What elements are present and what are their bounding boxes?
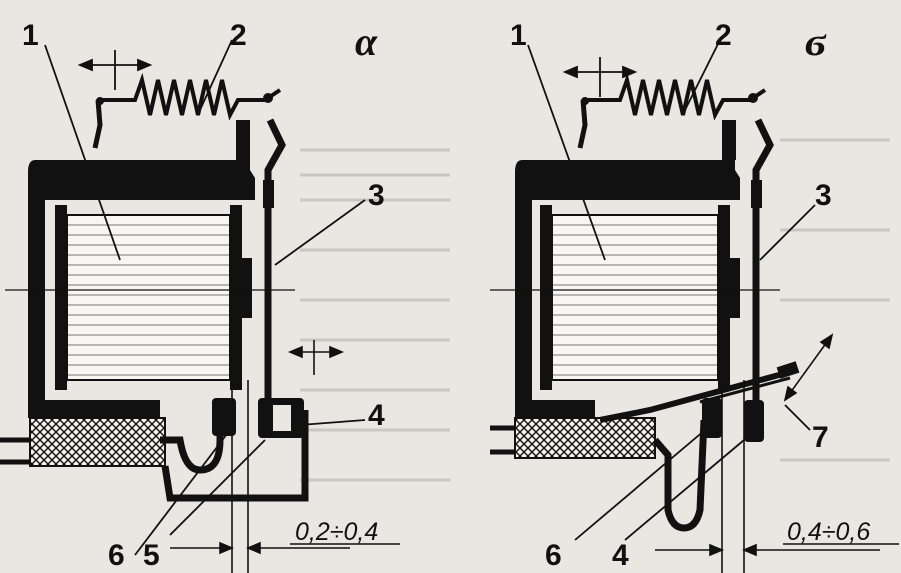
moving-contact-b [702, 398, 722, 438]
yoke-b [515, 160, 740, 418]
spring-a [92, 72, 282, 149]
yoke-a [28, 160, 255, 418]
label-7-b: 7 [812, 421, 829, 454]
label-6-b: 6 [545, 539, 562, 572]
coil-a [55, 205, 252, 390]
panel-a: 1 2 3 4 5 6 α 0,2÷0,4 [0, 19, 400, 573]
gap-label-b: 0,4÷0,6 [787, 518, 870, 546]
label-4-a: 4 [368, 399, 385, 432]
variant-label-a: α [355, 19, 378, 64]
background-faded-text [300, 138, 890, 482]
armature-b [752, 118, 774, 442]
label-3-b: 3 [815, 179, 832, 212]
adjust-arrow-a [77, 50, 153, 90]
variant-label-b: ϭ [805, 19, 827, 64]
insulator-a [29, 417, 166, 467]
armature-a [264, 118, 286, 400]
insulator-b [514, 417, 656, 459]
label-4-b: 4 [612, 539, 629, 572]
adjust-arrow-b [562, 57, 638, 97]
label-3-a: 3 [368, 179, 385, 212]
label-5-a: 5 [143, 539, 160, 572]
label-2-b: 2 [715, 19, 732, 52]
label-1-b: 1 [510, 19, 527, 52]
label-6-a: 6 [108, 539, 125, 572]
panel-b: 1 2 3 4 6 7 ϭ 0,4÷0,6 [490, 19, 899, 573]
label-2-a: 2 [230, 19, 247, 52]
coil-b [540, 205, 740, 390]
spring-b [577, 72, 767, 149]
moving-contact-a [212, 398, 236, 436]
gap-label-a: 0,2÷0,4 [295, 518, 378, 546]
label-1-a: 1 [22, 19, 39, 52]
